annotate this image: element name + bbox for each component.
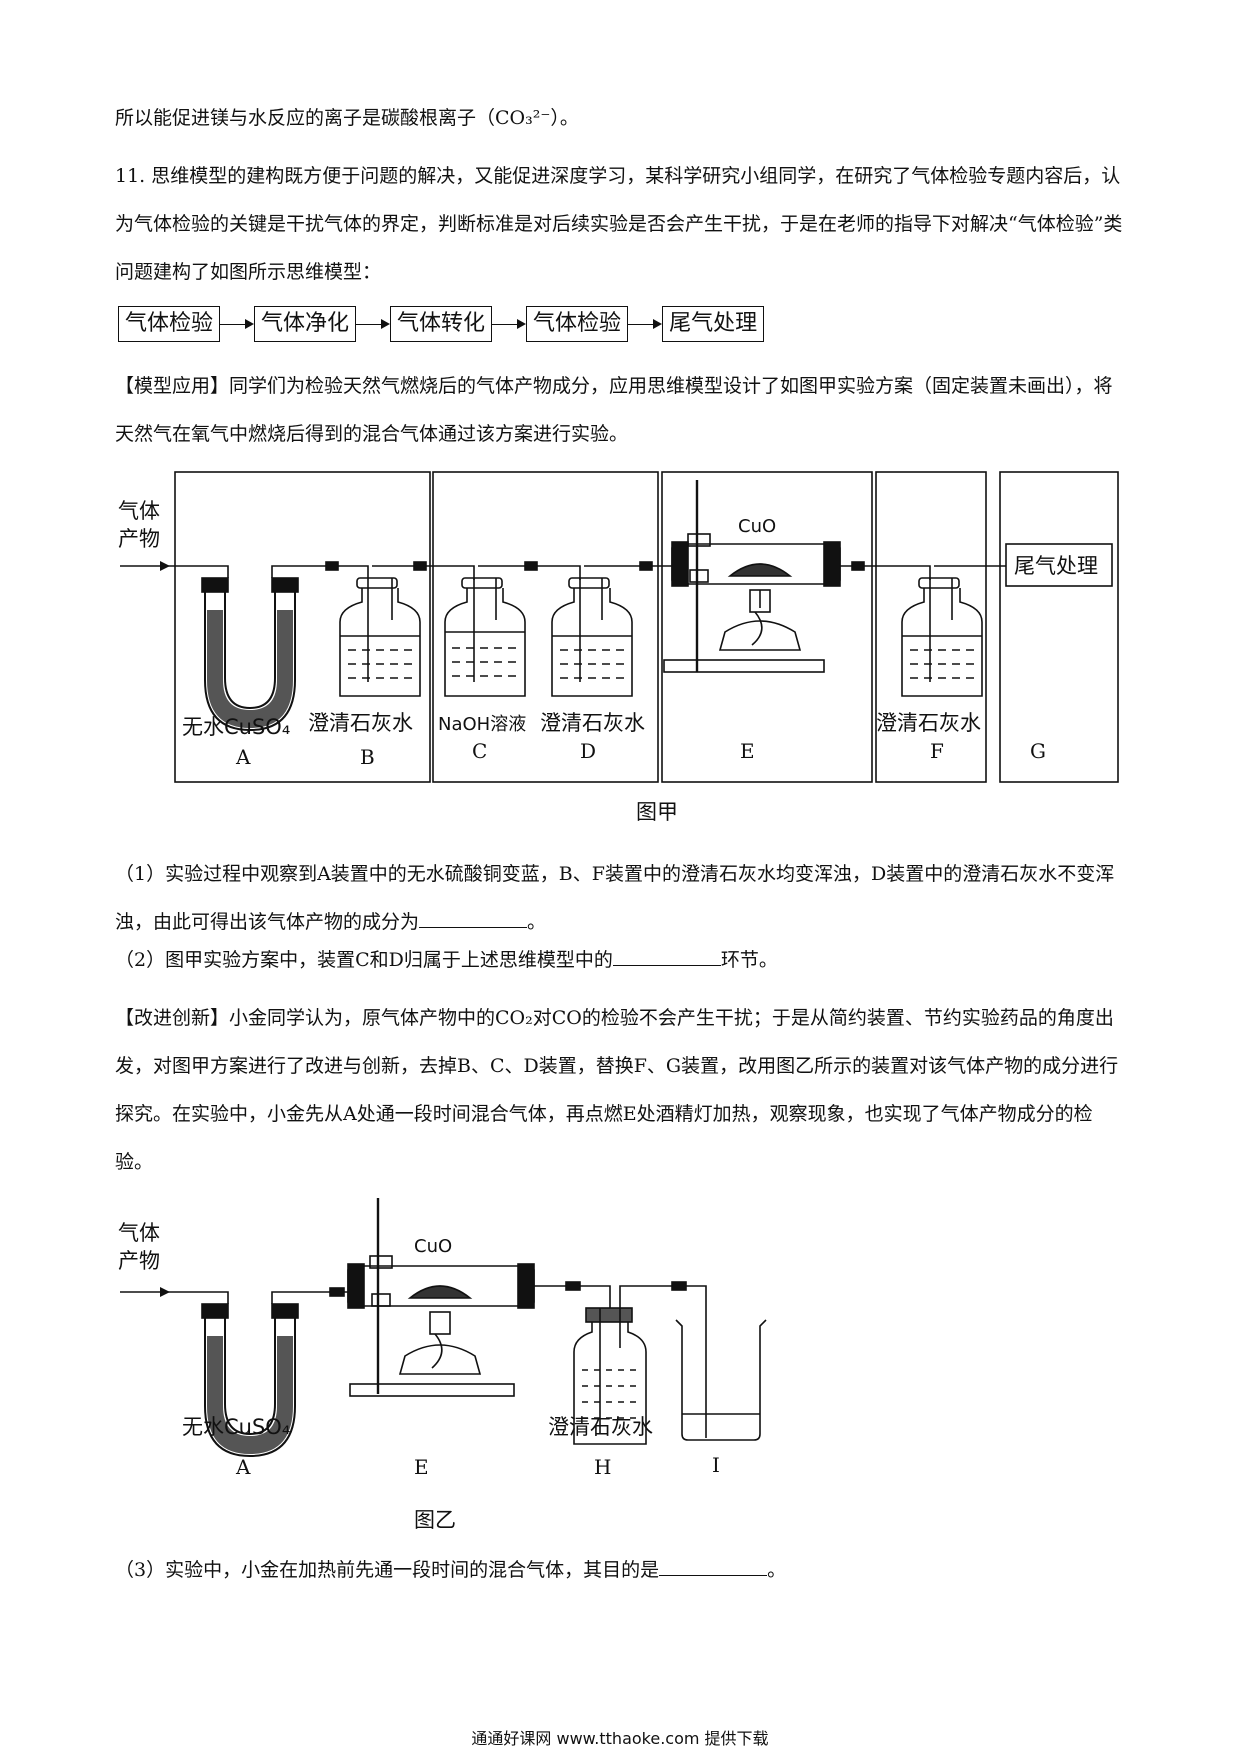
cuo-label: CuO <box>738 516 776 537</box>
question-11-text: 11. 思维模型的建构既方便于问题的解决，又能促进深度学习，某科学研究小组同学，… <box>115 165 1123 283</box>
answer-blank-3[interactable] <box>659 1557 768 1576</box>
bottle-b <box>339 577 421 697</box>
label-c: NaOH溶液 <box>438 714 526 735</box>
figure-yi-caption: 图乙 <box>414 1508 456 1532</box>
label-f: 澄清石灰水 <box>876 711 981 735</box>
bottle-d <box>551 577 633 697</box>
label-a: 无水CuSO₄ <box>182 1415 290 1439</box>
question-2: （2）图甲实验方案中，装置C和D归属于上述思维模型中的 环节。 <box>115 946 1125 974</box>
question-1-text: （1）实验过程中观察到A装置中的无水硫酸铜变蓝，B、F装置中的澄清石灰水均变浑浊… <box>115 863 1115 933</box>
label-a: 无水CuSO₄ <box>182 715 290 739</box>
tail-gas-box <box>1005 543 1113 587</box>
label-h: 澄清石灰水 <box>548 1415 653 1439</box>
letter-c: C <box>472 739 487 763</box>
question-2-end: 环节。 <box>720 949 778 971</box>
letter-b: B <box>360 745 375 769</box>
flow-step-2: 气体净化 <box>254 306 357 342</box>
inlet-label-2: 产物 <box>118 527 160 551</box>
answer-blank-1[interactable] <box>419 909 528 928</box>
flow-arrow <box>220 309 255 339</box>
panel-e <box>661 471 873 783</box>
letter-a: A <box>235 745 251 769</box>
question-1-end: 。 <box>527 911 547 933</box>
letter-a: A <box>235 1455 251 1479</box>
figure-yi-apparatus: 气体 产物 CuO 无水CuSO₄ 澄清石灰水 A E H I <box>118 1198 767 1479</box>
thinking-model-flow: 气体检验 气体净化 气体转化 气体检验 尾气处理 <box>118 305 765 343</box>
figure-jia-apparatus: 气体 产物 CuO 尾气处理 无水CuSO₄ 澄清石灰水 NaOH溶液 澄清石灰… <box>118 471 1119 783</box>
flow-arrow <box>356 309 391 339</box>
flow-step-3: 气体转化 <box>390 306 493 342</box>
label-b: 澄清石灰水 <box>308 711 413 735</box>
answer-blank-2[interactable] <box>612 947 721 966</box>
panel-ab <box>174 471 431 783</box>
panel-f <box>875 471 987 783</box>
cuo-label: CuO <box>414 1236 452 1257</box>
letter-f: F <box>930 739 944 763</box>
question-1: （1）实验过程中观察到A装置中的无水硫酸铜变蓝，B、F装置中的澄清石灰水均变浑浊… <box>115 850 1125 946</box>
question-2-text: （2）图甲实验方案中，装置C和D归属于上述思维模型中的 <box>115 949 613 971</box>
panel-g <box>999 471 1119 783</box>
letter-i: I <box>712 1453 720 1477</box>
question-3: （3）实验中，小金在加热前先通一段时间的混合气体，其目的是 。 <box>115 1556 1125 1584</box>
inlet-label-1: 气体 <box>118 1221 160 1245</box>
bottle-c <box>444 577 526 697</box>
bottle-f <box>901 577 983 697</box>
improvement-text: 【改进创新】小金同学认为，原气体产物中的CO₂对CO的检验不会产生干扰；于是从简… <box>115 1007 1119 1173</box>
flow-arrow <box>492 309 527 339</box>
panel-cd <box>432 471 659 783</box>
apparatus-e <box>663 480 841 673</box>
model-application-text: 【模型应用】同学们为检验天然气燃烧后的气体产物成分，应用思维模型设计了如图甲实验… <box>115 375 1113 445</box>
flow-step-4: 气体检验 <box>526 306 629 342</box>
letter-d: D <box>580 739 596 763</box>
letter-e: E <box>740 739 755 763</box>
footer-credit: 通通好课网 www.tthaoke.com 提供下载 <box>471 1729 769 1748</box>
inlet-label-2: 产物 <box>118 1249 160 1273</box>
flow-arrow <box>628 309 663 339</box>
question-3-end: 。 <box>767 1559 787 1581</box>
inlet-label-1: 气体 <box>118 499 160 523</box>
flow-step-1: 气体检验 <box>118 306 221 342</box>
letter-e: E <box>414 1455 429 1479</box>
figure-jia-caption: 图甲 <box>636 800 678 824</box>
flow-step-5: 尾气处理 <box>662 306 765 342</box>
label-d: 澄清石灰水 <box>540 711 645 735</box>
letter-g: G <box>1030 739 1046 763</box>
intro-line: 所以能促进镁与水反应的离子是碳酸根离子（CO₃²⁻）。 <box>115 107 579 129</box>
letter-h: H <box>594 1455 611 1479</box>
question-3-text: （3）实验中，小金在加热前先通一段时间的混合气体，其目的是 <box>115 1559 660 1581</box>
tail-gas-label: 尾气处理 <box>1014 554 1098 578</box>
